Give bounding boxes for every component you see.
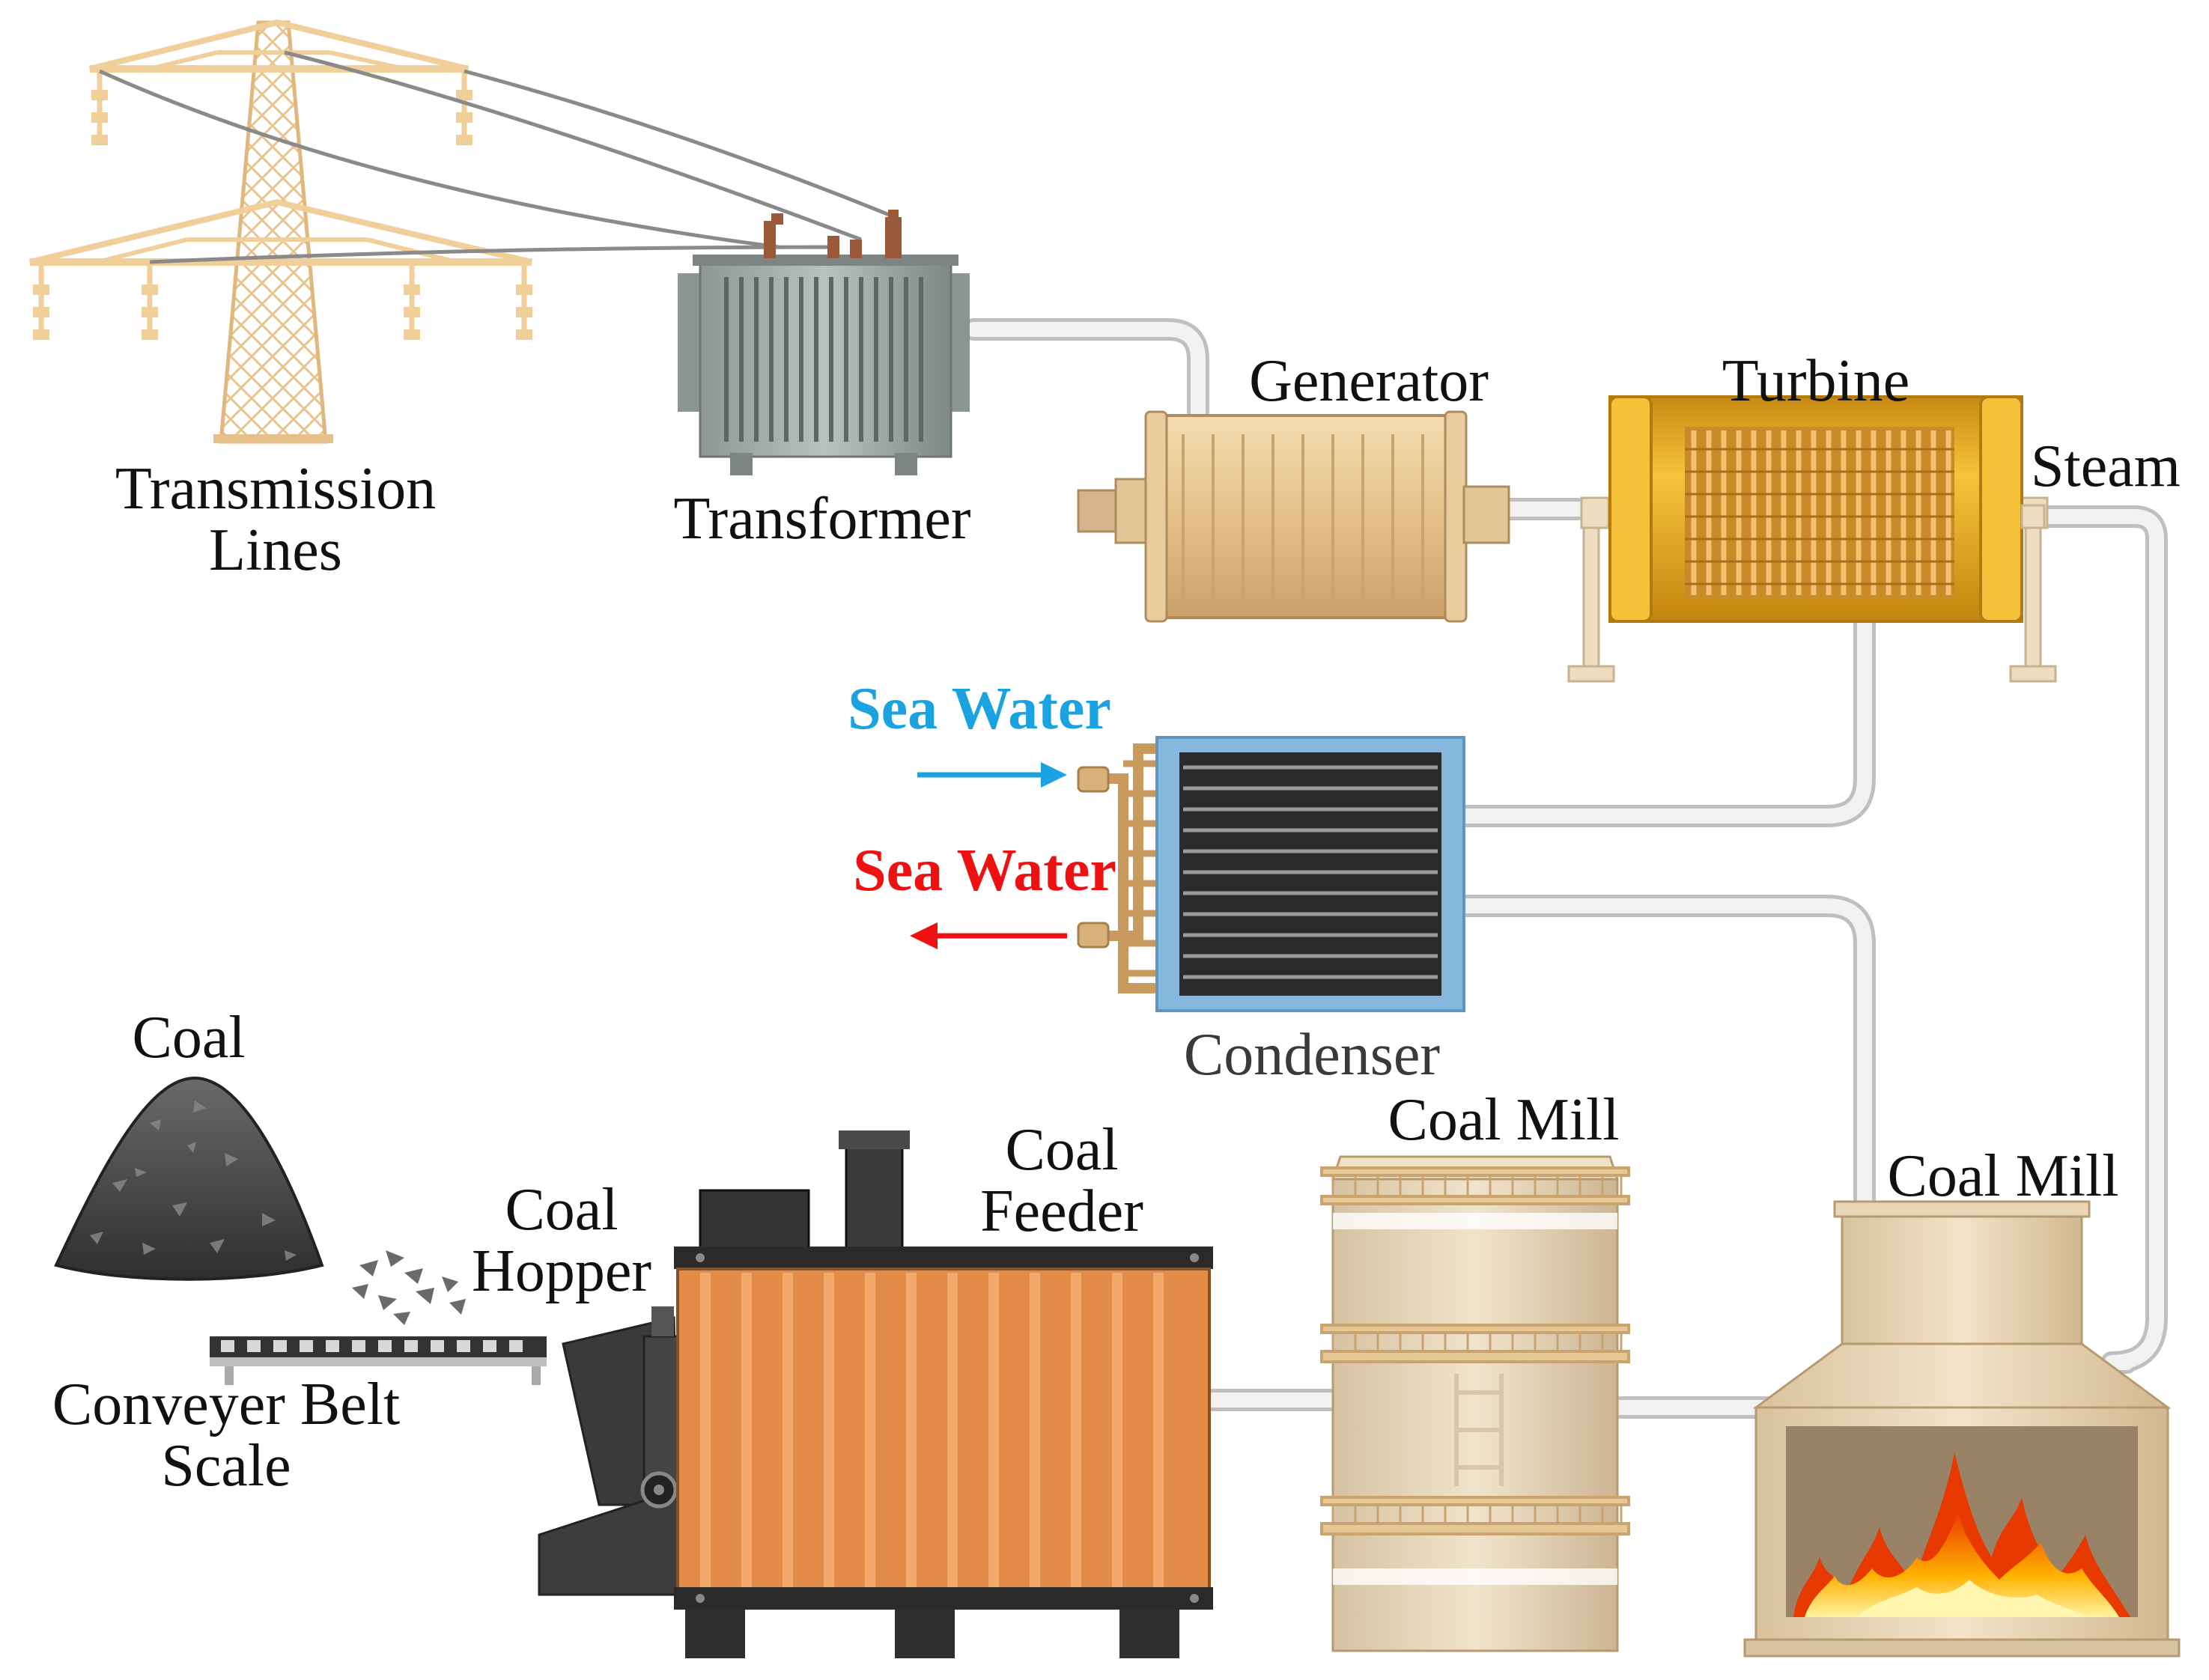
power-lines (98, 50, 896, 264)
label-coal-feeder: Coal Feeder (980, 1117, 1143, 1244)
transformer (678, 210, 970, 475)
label-transmission-lines: Transmission Lines (115, 456, 437, 583)
label-sea-water-out: Sea Water (853, 838, 1116, 904)
label-transformer: Transformer (673, 486, 971, 552)
label-coal-hopper: Coal Hopper (472, 1177, 651, 1304)
sea-water-inflow-arrow (917, 762, 1067, 788)
conveyer-belt-scale (210, 1336, 547, 1385)
coal-mill-center (1320, 1155, 1630, 1652)
label-coal: Coal (132, 1005, 246, 1071)
label-generator: Generator (1249, 348, 1489, 414)
label-condenser: Condenser (1183, 1022, 1441, 1088)
coal-pile (54, 1076, 324, 1281)
condenser (1077, 736, 1465, 1012)
label-coal-mill-right: Coal Mill (1887, 1143, 2119, 1209)
coal-mill-right (1743, 1200, 2181, 1658)
label-coal-mill-center: Coal Mill (1388, 1087, 1620, 1153)
coal-feeder (674, 1130, 1213, 1658)
pipes (962, 318, 2168, 1419)
turbine (1567, 395, 2057, 683)
fire-icon (1793, 1452, 2130, 1617)
label-steam: Steam (2031, 433, 2181, 499)
steam-outlet (2020, 504, 2046, 529)
label-sea-water-in: Sea Water (848, 676, 1111, 742)
label-conveyer-belt-scale: Conveyer Belt Scale (52, 1372, 401, 1499)
generator (1077, 410, 1510, 623)
sea-water-outflow-arrow (910, 922, 1067, 949)
label-turbine: Turbine (1722, 348, 1910, 414)
falling-coal-pieces (352, 1250, 466, 1325)
transmission-tower (29, 19, 532, 444)
coal-hopper (538, 1306, 687, 1596)
